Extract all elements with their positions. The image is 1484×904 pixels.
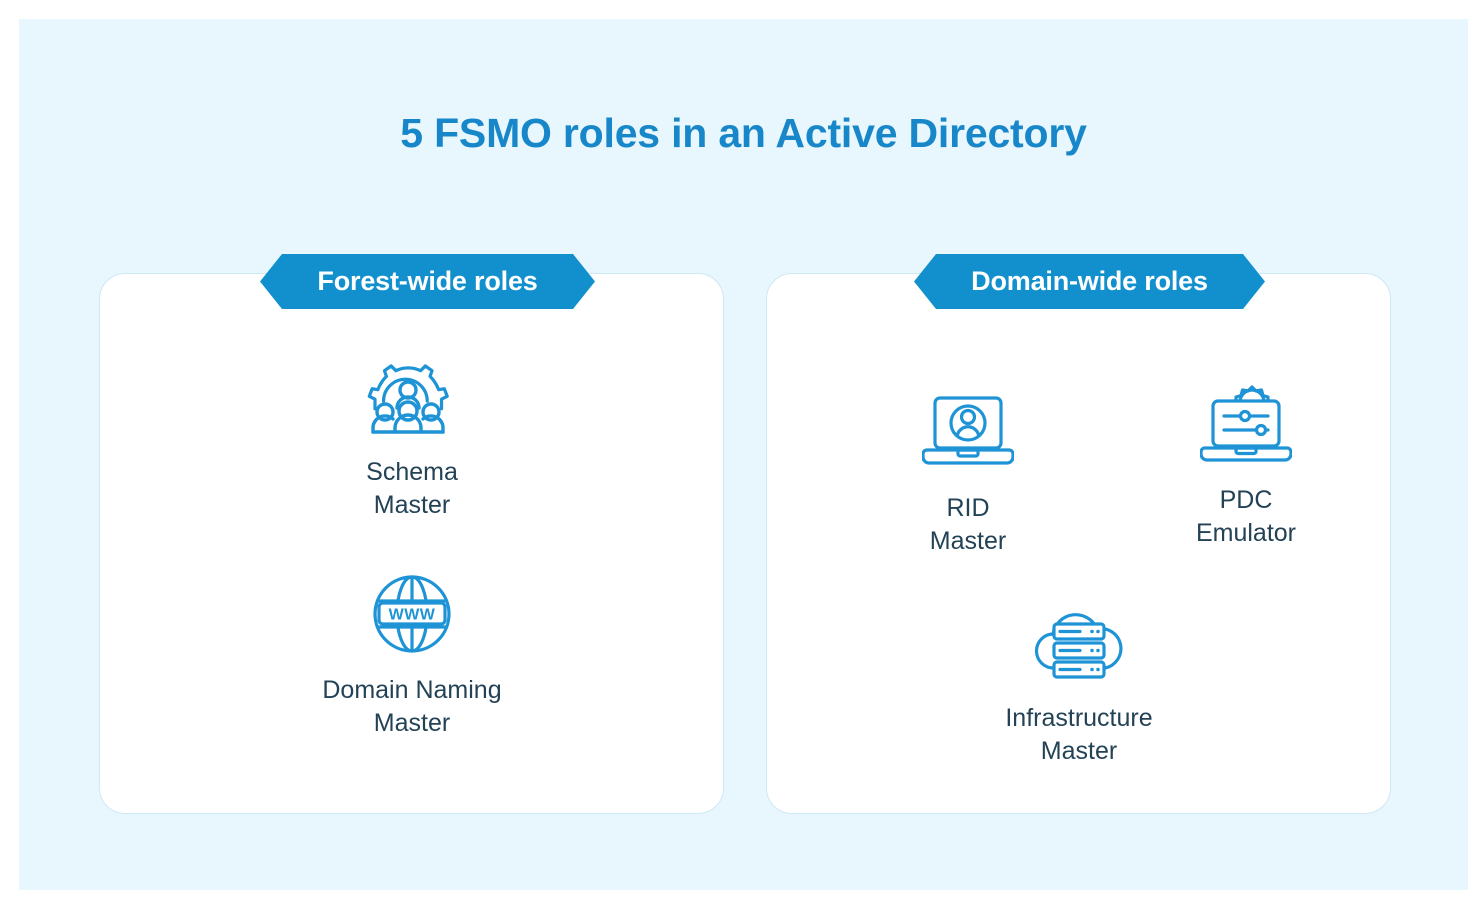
- role-infrastructure-master: Infrastructure Master: [959, 592, 1199, 769]
- svg-text:WWW: WWW: [389, 607, 436, 624]
- cloud-server-icon: [959, 592, 1199, 692]
- page-title: 5 FSMO roles in an Active Directory: [400, 110, 1087, 156]
- banner-forest-wide: Forest-wide roles: [260, 254, 595, 309]
- role-domain-naming-master-label: Domain Naming Master: [322, 676, 502, 738]
- diagram-canvas: 5 FSMO roles in an Active Directory Fore…: [19, 19, 1468, 890]
- banner-domain-wide-label: Domain-wide roles: [971, 266, 1208, 296]
- role-infrastructure-master-label: Infrastructure Master: [1005, 704, 1153, 766]
- banner-forest-wide-label: Forest-wide roles: [317, 266, 538, 296]
- laptop-settings-gear-icon: [1126, 374, 1366, 474]
- laptop-user-icon: [848, 382, 1088, 482]
- role-pdc-emulator-label: PDC Emulator: [1195, 486, 1297, 548]
- gear-people-icon: [292, 346, 532, 446]
- role-schema-master: Schema Master: [292, 346, 532, 523]
- card-domain-wide: [766, 273, 1391, 814]
- role-pdc-emulator: PDC Emulator: [1126, 374, 1366, 551]
- group-domain-wide: Domain-wide roles RID Master: [766, 254, 1391, 814]
- role-schema-master-label: Schema Master: [366, 458, 458, 520]
- role-domain-naming-master: WWW Domain Naming Master: [292, 564, 532, 741]
- role-rid-master-label: RID Master: [929, 494, 1007, 556]
- card-forest-wide: [99, 273, 724, 814]
- role-rid-master: RID Master: [848, 382, 1088, 559]
- banner-domain-wide: Domain-wide roles: [914, 254, 1265, 309]
- group-forest-wide: Forest-wide roles: [99, 254, 724, 814]
- globe-www-icon: WWW: [292, 564, 532, 664]
